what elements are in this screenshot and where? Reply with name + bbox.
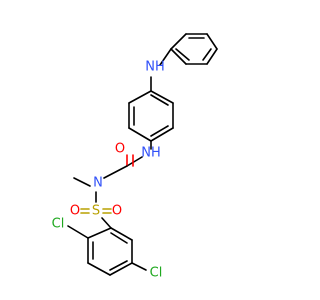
atom-o-amide: O: [115, 142, 125, 157]
molecule-structure: NH NH O N S O O: [52, 33, 218, 281]
bond: [128, 90, 152, 104]
atom-cl-right: Cl: [150, 266, 163, 281]
bond: [150, 94, 169, 106]
atom-cl-left: Cl: [52, 217, 65, 232]
bond: [109, 262, 133, 276]
bond: [150, 127, 174, 142]
top-phenyl-ring: [170, 33, 218, 65]
bond: [110, 232, 128, 244]
atom-o-sulfonyl-right: O: [112, 204, 122, 219]
bond: [110, 227, 133, 241]
bond: [126, 156, 143, 167]
molecule-canvas: NH NH O N S O O: [52, 33, 218, 281]
atom-n-sulfonamide: N: [93, 176, 103, 191]
bond: [150, 90, 174, 104]
atom-nh-top: NH: [145, 60, 165, 75]
bond: [67, 225, 89, 239]
bond: [128, 127, 152, 142]
bond: [202, 48, 212, 61]
bond: [73, 177, 91, 187]
bond: [159, 48, 172, 66]
bond: [206, 48, 218, 65]
bond: [150, 125, 169, 137]
bond: [103, 165, 128, 179]
bond: [170, 48, 187, 65]
bond: [87, 262, 111, 276]
bond: [101, 217, 112, 229]
bond: [109, 260, 128, 271]
bond: [131, 262, 147, 271]
atom-o-sulfonyl-left: O: [70, 204, 80, 219]
bond: [206, 33, 218, 50]
bond: [170, 33, 187, 50]
middle-phenyl-ring: [128, 90, 174, 142]
atom-s: S: [92, 204, 100, 219]
bond: [87, 227, 112, 239]
bond: [175, 48, 190, 61]
atom-nh-amide: NH: [141, 146, 161, 161]
dichlorophenyl-ring: [87, 227, 133, 276]
